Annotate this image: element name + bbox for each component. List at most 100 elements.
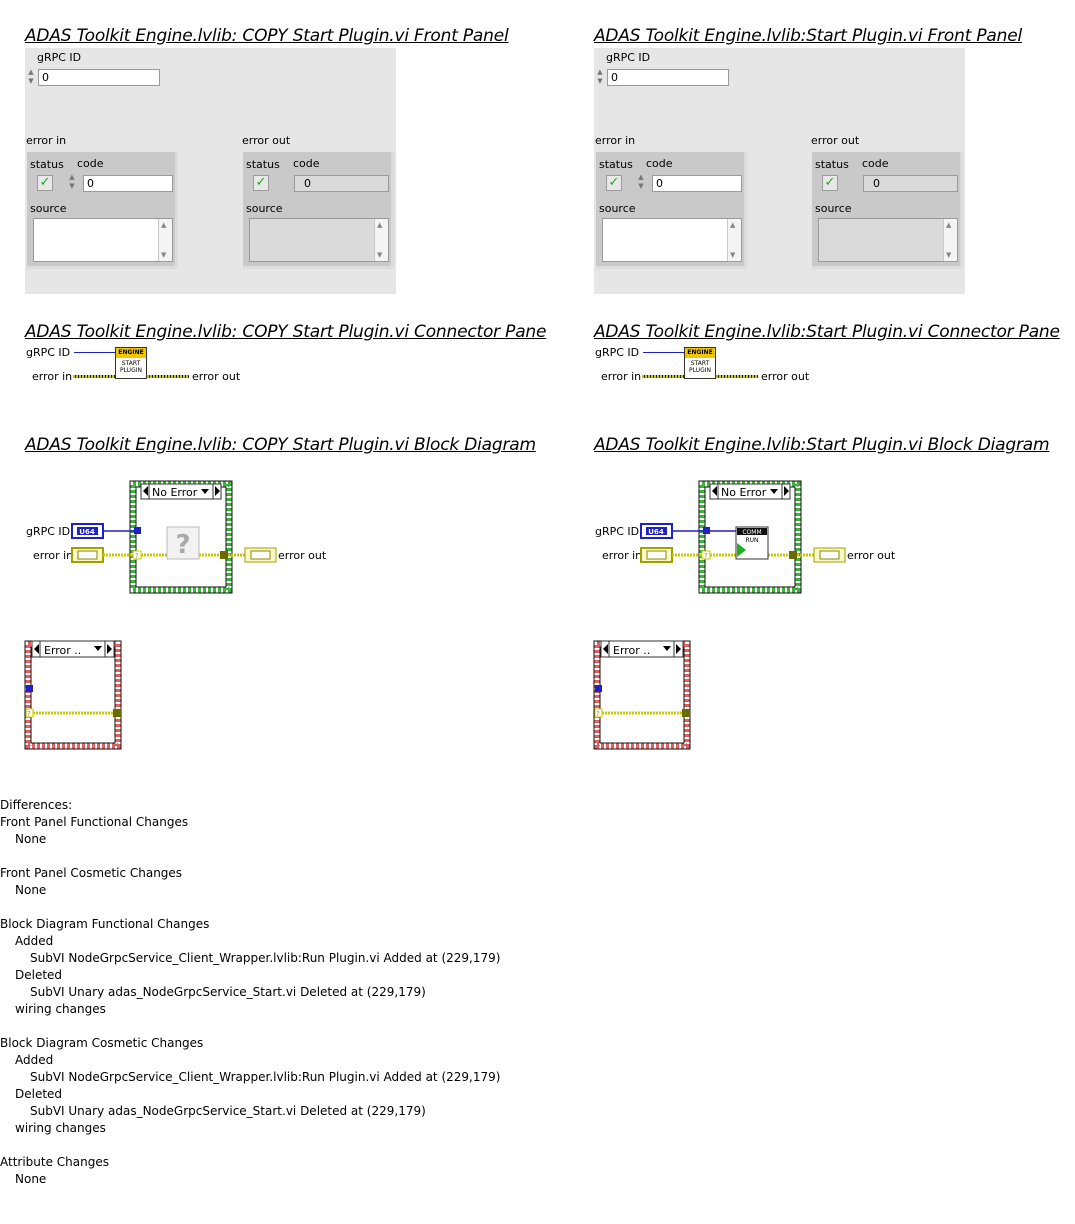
code-label: code	[77, 157, 104, 170]
diff-attribute: Attribute Changes	[0, 1155, 109, 1169]
diff-line: None	[15, 832, 47, 846]
bd-error-out-label: error out	[278, 549, 327, 562]
diff-line: Deleted	[15, 968, 63, 982]
code-input[interactable]: 0	[83, 175, 173, 192]
grpc-tunnel	[703, 527, 710, 534]
missing-subvi[interactable]: ?	[166, 526, 200, 560]
case-selector[interactable]	[709, 483, 791, 500]
conn-error-out-label: error out	[761, 370, 810, 383]
error-out-indicator-terminal	[244, 547, 277, 563]
start-plugin-icon[interactable]: ENGINE START PLUGIN	[684, 347, 716, 379]
source-scrollbar[interactable]: ▲▼	[158, 219, 172, 261]
case-right-arrow-icon[interactable]	[107, 644, 112, 654]
run-arrow-icon	[737, 543, 746, 557]
start-plugin-icon[interactable]: ENGINE START PLUGIN	[115, 347, 147, 379]
status-check-icon[interactable]: ✓	[37, 175, 53, 191]
front-panel-left: ADAS Toolkit Engine.lvlib: COPY Start Pl…	[25, 24, 565, 294]
error-in-cluster: status code ✓ ▲▼ 0 source ▲▼	[596, 152, 747, 269]
code-label: code	[646, 157, 673, 170]
grpc-tunnel	[595, 685, 602, 692]
source-label: source	[815, 202, 852, 215]
dropdown-icon[interactable]	[94, 646, 102, 651]
differences-heading: Differences:	[0, 798, 73, 812]
grpc-id-input[interactable]: 0	[38, 69, 160, 86]
source-scrollbar[interactable]: ▲▼	[374, 219, 388, 261]
front-panel-title: ADAS Toolkit Engine.lvlib:Start Plugin.v…	[594, 26, 1023, 46]
diff-line: Deleted	[15, 1087, 63, 1101]
source-scrollbar[interactable]: ▲▼	[943, 219, 957, 261]
error-out-wire	[147, 375, 189, 378]
error-in-control-terminal[interactable]	[640, 547, 673, 563]
block-diagram-title: ADAS Toolkit Engine.lvlib:Start Plugin.v…	[594, 435, 1050, 455]
error-in-control-terminal[interactable]	[71, 547, 104, 563]
svg-text:?: ?	[596, 710, 600, 718]
diff-line: SubVI NodeGrpcService_Client_Wrapper.lvl…	[30, 951, 501, 965]
case-left-arrow-icon[interactable]	[603, 644, 608, 654]
source-label: source	[599, 202, 636, 215]
case-right-arrow-icon[interactable]	[215, 486, 220, 496]
case-left-arrow-icon[interactable]	[34, 644, 39, 654]
error-out-tunnel	[789, 551, 797, 559]
dropdown-icon[interactable]	[201, 489, 209, 494]
status-label: status	[599, 158, 633, 171]
grpc-id-control-terminal[interactable]: U64	[640, 523, 673, 539]
case-selector-label: No Error	[152, 486, 198, 499]
conn-error-out-label: error out	[192, 370, 241, 383]
bd-error-in-label: error in	[602, 549, 642, 562]
conn-error-in-label: error in	[601, 370, 642, 383]
grpc-id-increment-icon[interactable]: ▲▼	[597, 68, 603, 85]
icon-line: START	[690, 360, 710, 367]
code-input[interactable]: 0	[652, 175, 742, 192]
diff-line: None	[15, 883, 47, 897]
error-in-wire	[642, 375, 684, 378]
connector-pane-title: ADAS Toolkit Engine.lvlib:Start Plugin.v…	[594, 322, 1060, 342]
conn-grpc-label: gRPC ID	[595, 346, 640, 359]
run-plugin-subvi[interactable]: COMM RUN	[735, 526, 769, 560]
grpc-wire	[74, 352, 115, 353]
block-diagram-right: ADAS Toolkit Engine.lvlib:Start Plugin.v…	[569, 433, 1069, 753]
error-out-cluster: status code ✓ 0 source ▲▼	[812, 152, 963, 269]
grpc-id-input[interactable]: 0	[607, 69, 729, 86]
status-label: status	[815, 158, 849, 171]
grpc-id-increment-icon[interactable]: ▲▼	[28, 68, 34, 85]
error-in-wire	[73, 375, 115, 378]
code-label: code	[862, 157, 889, 170]
source-input[interactable]: ▲▼	[33, 218, 173, 262]
status-check-icon: ✓	[822, 175, 838, 191]
diff-line: None	[15, 1172, 47, 1186]
dropdown-icon[interactable]	[770, 489, 778, 494]
conn-grpc-label: gRPC ID	[26, 346, 71, 359]
error-out-tunnel	[220, 551, 228, 559]
case-left-arrow-icon[interactable]	[712, 486, 717, 496]
case-selector[interactable]	[140, 483, 222, 500]
error-in-label: error in	[595, 134, 636, 147]
code-increment-icon[interactable]: ▲▼	[638, 173, 644, 190]
error-case-selector[interactable]	[600, 640, 684, 658]
front-panel-canvas: gRPC ID ▲▼ 0 error in status code ✓ ▲▼ 0…	[594, 48, 965, 294]
dropdown-icon[interactable]	[663, 646, 671, 651]
case-right-arrow-icon[interactable]	[676, 644, 681, 654]
u64-label: U64	[648, 528, 664, 536]
case-right-arrow-icon[interactable]	[784, 486, 789, 496]
grpc-id-control-terminal[interactable]: U64	[71, 523, 104, 539]
error-case-selector[interactable]	[31, 640, 115, 658]
engine-banner: ENGINE	[116, 348, 146, 358]
status-check-icon[interactable]: ✓	[606, 175, 622, 191]
svg-text:?: ?	[135, 552, 139, 560]
error-case-label: Error ..	[613, 644, 650, 657]
case-left-arrow-icon[interactable]	[143, 486, 148, 496]
code-increment-icon[interactable]: ▲▼	[69, 173, 75, 190]
source-scrollbar[interactable]: ▲▼	[727, 219, 741, 261]
conn-error-in-label: error in	[32, 370, 73, 383]
code-label: code	[293, 157, 320, 170]
block-diagram-left: ADAS Toolkit Engine.lvlib: COPY Start Pl…	[0, 433, 565, 753]
grpc-id-label: gRPC ID	[606, 51, 651, 64]
bd-error-in-label: error in	[33, 549, 73, 562]
diff-fp-cosmetic: Front Panel Cosmetic Changes	[0, 866, 183, 880]
diff-line: wiring changes	[15, 1002, 106, 1016]
engine-banner: ENGINE	[685, 348, 715, 358]
diff-line: Added	[15, 1053, 54, 1067]
icon-line: PLUGIN	[689, 367, 711, 374]
source-input[interactable]: ▲▼	[602, 218, 742, 262]
subvi-label: RUN	[745, 537, 758, 544]
